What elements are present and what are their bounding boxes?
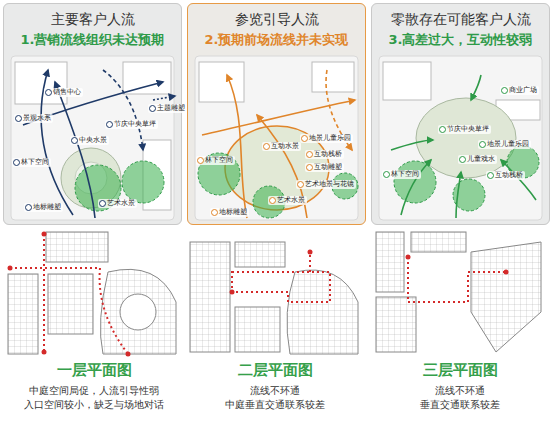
plan-note: 垂直交通联系较差: [420, 398, 500, 411]
spot-label: 儿童戏水: [458, 155, 497, 164]
spot-label: 互动雕塑: [305, 163, 344, 172]
spot-label: 互动栈桥: [305, 150, 344, 159]
spot-label: 节庆中央草坪: [105, 120, 158, 129]
plan-note: 入口空间较小，缺乏与场地对话: [24, 398, 164, 411]
spot-label: 中央水景: [70, 136, 109, 145]
floor-plan: [376, 232, 541, 352]
panel-title: 1.营销流线组织未达预期: [4, 31, 181, 49]
plan-title: 二层平面图: [238, 361, 313, 379]
site-plan: [11, 56, 175, 220]
floor-plan: [190, 242, 358, 354]
panel-ground: [371, 3, 550, 225]
floor-plan: [8, 232, 177, 357]
panel-title: 2.预期前场流线并未实现: [188, 31, 365, 49]
spot-label: 林下空间: [382, 170, 421, 179]
panel-title: 3.高差过大，互动性较弱: [372, 31, 549, 49]
site-plan: [195, 56, 358, 220]
plan-note: 流线不环通: [250, 384, 300, 397]
plan-title: 三层平面图: [423, 361, 498, 379]
spot-label: 地标雕塑: [210, 208, 249, 217]
spot-label: 林下空间: [196, 156, 235, 165]
panel-heading: 零散存在可能客户人流: [372, 10, 549, 28]
spot-label: 互动栈桥: [486, 171, 525, 180]
spot-label: 景观水系: [14, 114, 53, 123]
spot-label: 地景儿童乐园: [300, 134, 353, 143]
spot-label: 艺术水景: [268, 196, 307, 205]
flow-panel: 零散存在可能客户人流 3.高差过大，互动性较弱: [371, 3, 550, 225]
spot-label: 地标雕塑: [24, 203, 63, 212]
spot-label: 主题雕塑: [148, 104, 187, 113]
spot-label: 销售中心: [44, 88, 83, 97]
panel-heading: 参览引导人流: [188, 10, 365, 28]
plan-note: 中庭空间局促，人流引导性弱: [29, 384, 159, 397]
spot-label: 艺术地景与花镜: [296, 180, 356, 189]
spot-label: 商业广场: [500, 86, 539, 95]
plan-title: 一层平面图: [57, 361, 132, 379]
panel-ground: [3, 3, 182, 225]
panel-ground: [187, 3, 366, 225]
plan-note: 中庭垂直交通联系较差: [225, 398, 325, 411]
panel-heading: 主要客户人流: [4, 10, 181, 28]
spot-label: 艺术水景: [98, 199, 137, 208]
spot-label: 地景儿童乐园: [478, 140, 531, 149]
spot-label: 林下空间: [12, 158, 51, 167]
spot-label: 节庆中央草坪: [438, 125, 491, 134]
spot-label: 互动水景: [262, 142, 301, 151]
site-plan: [379, 56, 542, 220]
plan-note: 流线不环通: [435, 384, 485, 397]
flow-panel: 参览引导人流 2.预期前场流线并未实现: [187, 3, 366, 225]
